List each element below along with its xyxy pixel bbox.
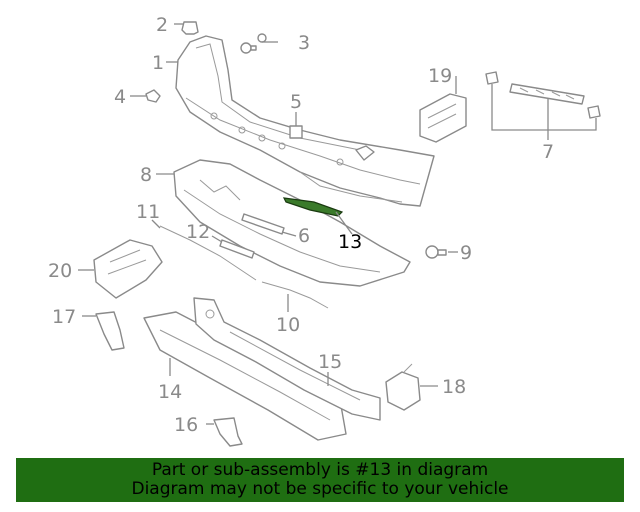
callout-11: 11 — [136, 201, 160, 223]
callout-15: 15 — [318, 351, 342, 373]
parts-diagram: 2 3 1 4 5 19 7 8 11 12 6 13 9 20 10 17 1… — [48, 14, 601, 447]
part-7-retainer[interactable] — [485, 71, 601, 119]
part-3-screw[interactable] — [240, 33, 267, 54]
callout-12: 12 — [186, 221, 210, 243]
callout-20: 20 — [48, 260, 72, 282]
info-banner: Part or sub-assembly is #13 in diagram D… — [16, 458, 624, 502]
part-6-strip[interactable] — [241, 213, 285, 235]
callout-2: 2 — [156, 14, 168, 36]
part-10-lower-trim[interactable] — [261, 281, 329, 309]
callout-3: 3 — [298, 32, 310, 54]
callout-9: 9 — [460, 242, 472, 264]
callout-4: 4 — [114, 86, 126, 108]
part-15-beam[interactable] — [193, 297, 381, 421]
part-13-highlighted[interactable] — [282, 197, 344, 217]
part-18-sensor[interactable] — [385, 363, 421, 411]
part-9-clip[interactable] — [425, 245, 447, 259]
part-17-bracket[interactable] — [95, 311, 125, 351]
part-19-bracket[interactable] — [419, 93, 467, 143]
part-2-clip[interactable] — [181, 21, 199, 35]
callout-19: 19 — [428, 65, 452, 87]
banner-line-2: Diagram may not be specific to your vehi… — [131, 479, 509, 499]
callout-5: 5 — [290, 91, 302, 113]
banner-line-1: Part or sub-assembly is #13 in diagram — [151, 460, 489, 480]
callout-17: 17 — [52, 306, 76, 328]
callout-1: 1 — [152, 52, 164, 74]
callout-8: 8 — [140, 164, 152, 186]
callout-6: 6 — [298, 225, 310, 247]
part-8-absorber[interactable] — [173, 159, 411, 287]
leader-lines — [78, 23, 597, 425]
part-11-trim[interactable] — [159, 225, 257, 281]
part-12-molding[interactable] — [219, 239, 255, 259]
callout-7: 7 — [542, 141, 554, 163]
callout-numbers: 2 3 1 4 5 19 7 8 11 12 6 13 9 20 10 17 1… — [48, 14, 554, 436]
callout-14: 14 — [158, 381, 182, 403]
part-4-bolt[interactable] — [145, 89, 161, 103]
part-5-clip[interactable] — [289, 125, 303, 139]
part-20-undercover[interactable] — [93, 239, 163, 299]
part-16-bracket[interactable] — [213, 417, 243, 447]
callout-10: 10 — [276, 314, 300, 336]
callout-18: 18 — [442, 376, 466, 398]
callout-13: 13 — [338, 231, 362, 253]
callout-16: 16 — [174, 414, 198, 436]
